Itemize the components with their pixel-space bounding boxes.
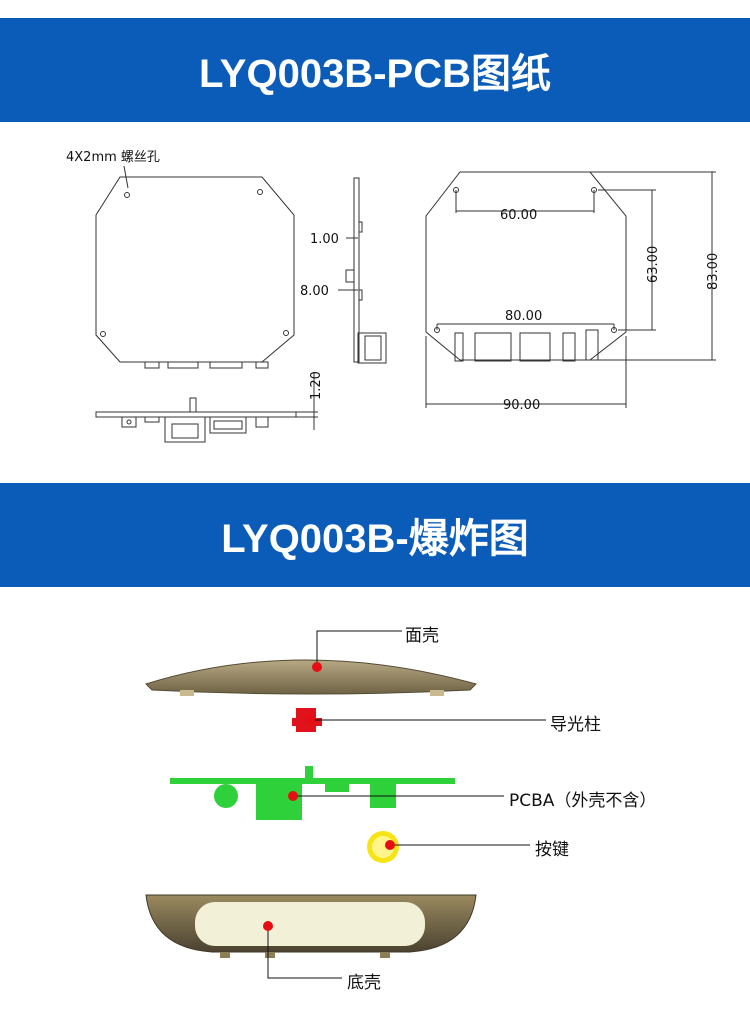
label-top-shell: 面壳 [405, 626, 439, 646]
pcb-bottom-view [95, 411, 297, 418]
bottom-shell [145, 894, 477, 953]
section-title-pcb: LYQ003B-PCB图纸 [199, 52, 551, 96]
section-banner-exploded: LYQ003B-爆炸图 [0, 483, 750, 587]
dim-bottom-thickness: 1.20 [309, 371, 324, 400]
pcb-board-outline-left [95, 176, 295, 363]
dim-board-width: 90.00 [503, 398, 540, 413]
screw-hole-note: 4X2mm 螺丝孔 [66, 150, 160, 165]
dim-hole-span-bottom: 80.00 [505, 309, 542, 324]
dim-side-offset: 1.00 [310, 232, 339, 247]
label-bottom-shell: 底壳 [347, 973, 381, 993]
dim-side-height: 8.00 [300, 284, 329, 299]
section-banner-pcb: LYQ003B-PCB图纸 [0, 18, 750, 122]
dim-hole-span-top: 60.00 [500, 208, 537, 223]
light-guide [292, 708, 322, 732]
pcb-drawing: 4X2mm 螺丝孔 1.00 8.00 1.20 60.00 80.00 63.… [66, 150, 721, 443]
button-part [367, 831, 399, 863]
dim-hole-span-vertical: 63.00 [646, 246, 661, 283]
section-title-exploded: LYQ003B-爆炸图 [221, 517, 529, 561]
label-pcba: PCBA（外壳不含） [509, 791, 657, 811]
dim-board-height: 83.00 [706, 253, 721, 290]
label-light-guide: 导光柱 [550, 715, 601, 735]
pcba [170, 766, 455, 820]
top-shell [145, 659, 477, 695]
label-button: 按键 [535, 840, 569, 860]
